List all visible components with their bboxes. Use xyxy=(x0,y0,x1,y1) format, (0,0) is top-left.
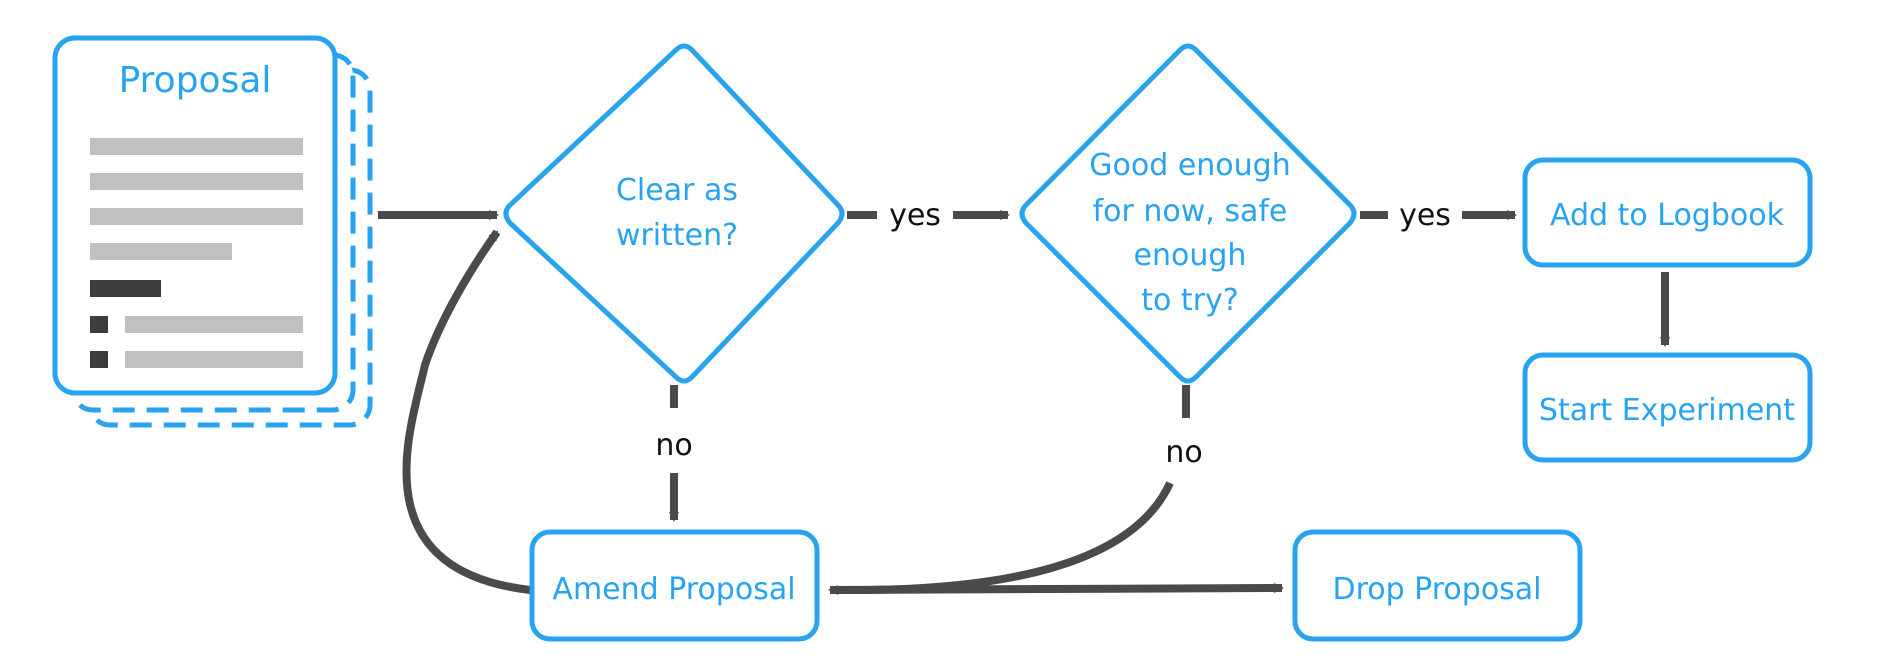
decision-clear-line1: Clear as xyxy=(616,173,738,208)
decision-diamond xyxy=(1019,43,1357,384)
decision-good-enough: Good enough for now, safe enough to try? xyxy=(1019,43,1357,384)
bullet-square xyxy=(90,316,108,333)
placeholder-heading xyxy=(90,280,161,297)
decision-good-line2: for now, safe xyxy=(1093,194,1288,229)
node-drop-proposal: Drop Proposal xyxy=(1292,529,1583,642)
add-logbook-label: Add to Logbook xyxy=(1550,198,1785,233)
drop-proposal-label: Drop Proposal xyxy=(1332,572,1541,607)
arrow-amend-back-to-clear xyxy=(402,229,531,594)
arrow-amend-to-drop xyxy=(829,583,1284,594)
process-box xyxy=(529,529,820,642)
edge-label-clear-no: no xyxy=(655,428,692,463)
start-experiment-label: Start Experiment xyxy=(1539,393,1795,428)
node-start-experiment: Start Experiment xyxy=(1522,352,1813,463)
node-amend-proposal: Amend Proposal xyxy=(529,529,820,642)
connectors xyxy=(378,210,1670,595)
placeholder-line xyxy=(90,173,303,190)
proposal-title: Proposal xyxy=(119,60,272,101)
placeholder-line xyxy=(125,351,303,368)
process-box xyxy=(1522,352,1813,463)
decision-clear-line2: written? xyxy=(616,218,738,253)
placeholder-line xyxy=(90,243,232,260)
placeholder-line xyxy=(90,208,303,225)
proposal-text-lines xyxy=(90,138,303,368)
decision-good-line4: to try? xyxy=(1141,283,1238,318)
edge-label-clear-yes: yes xyxy=(889,198,941,233)
arrow-good-no-to-amend xyxy=(828,481,1174,595)
edge-label-good-yes: yes xyxy=(1399,198,1451,233)
process-box xyxy=(1292,529,1583,642)
decision-good-line3: enough xyxy=(1134,238,1247,273)
node-add-to-logbook: Add to Logbook xyxy=(1522,157,1813,268)
decision-good-line1: Good enough xyxy=(1089,148,1290,183)
placeholder-line xyxy=(125,316,303,333)
amend-proposal-label: Amend Proposal xyxy=(552,572,795,607)
proposal-document: Proposal xyxy=(52,35,373,428)
bullet-square xyxy=(90,351,108,368)
decision-diamond xyxy=(503,43,845,384)
process-box xyxy=(1522,157,1813,268)
edge-label-good-no: no xyxy=(1165,435,1202,470)
decision-clear-as-written: Clear as written? xyxy=(503,43,845,384)
placeholder-line xyxy=(90,138,303,155)
